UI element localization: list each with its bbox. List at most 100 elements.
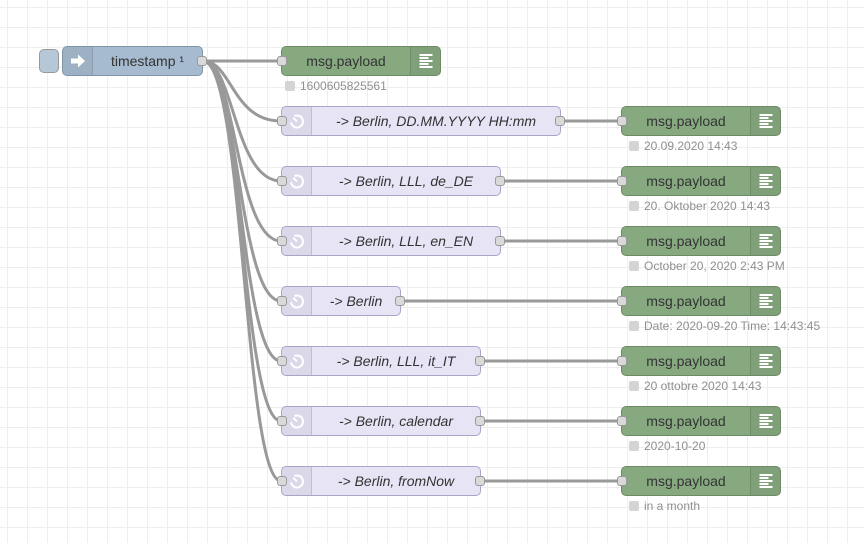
node-label: -> Berlin, calendar bbox=[338, 413, 453, 429]
status-text: October 20, 2020 2:43 PM bbox=[644, 259, 785, 273]
timer-icon bbox=[289, 234, 304, 249]
input-port[interactable] bbox=[277, 236, 287, 246]
output-port[interactable] bbox=[495, 176, 505, 186]
debug-icon-region bbox=[410, 47, 440, 75]
output-port[interactable] bbox=[197, 56, 207, 66]
node-status: 20.09.2020 14:43 bbox=[629, 139, 737, 153]
node-label: msg.payload bbox=[646, 113, 726, 129]
debug-icon-region bbox=[750, 467, 780, 495]
node-label: -> Berlin bbox=[329, 293, 383, 309]
timer-icon bbox=[289, 414, 304, 429]
debug-output-icon bbox=[419, 54, 432, 68]
output-port[interactable] bbox=[475, 476, 485, 486]
debug-node[interactable]: msg.payload bbox=[617, 166, 797, 196]
status-text: Date: 2020-09-20 Time: 14:43:45 bbox=[644, 319, 821, 333]
status-text: 20.09.2020 14:43 bbox=[644, 139, 738, 153]
moment-icon-region bbox=[282, 467, 312, 495]
moment-node[interactable]: -> Berlin, LLL, de_DE bbox=[277, 166, 505, 196]
node-label: -> Berlin, LLL, en_EN bbox=[338, 233, 474, 249]
timer-icon bbox=[289, 294, 304, 309]
debug-node[interactable]: msg.payload bbox=[617, 466, 797, 496]
moment-node[interactable]: -> Berlin, LLL, en_EN bbox=[277, 226, 505, 256]
status-indicator-icon bbox=[629, 321, 639, 331]
output-port[interactable] bbox=[495, 236, 505, 246]
status-indicator-icon bbox=[629, 201, 639, 211]
moment-node[interactable]: -> Berlin, LLL, it_IT bbox=[277, 346, 485, 376]
debug-icon-region bbox=[750, 167, 780, 195]
node-label: -> Berlin, fromNow bbox=[337, 473, 455, 489]
moment-node[interactable]: -> Berlin, DD.MM.YYYY HH:mm bbox=[277, 106, 565, 136]
status-text: in a month bbox=[644, 499, 701, 513]
node-status: in a month bbox=[629, 499, 700, 513]
node-label: msg.payload bbox=[646, 473, 726, 489]
debug-node[interactable]: msg.payload bbox=[617, 226, 797, 256]
debug-node[interactable]: msg.payload bbox=[617, 106, 797, 136]
status-text: 1600605825561 bbox=[300, 79, 387, 93]
node-label: msg.payload bbox=[646, 413, 726, 429]
debug-icon-region bbox=[750, 347, 780, 375]
debug-output-icon bbox=[759, 474, 772, 488]
status-indicator-icon bbox=[629, 141, 639, 151]
debug-icon-region bbox=[750, 287, 780, 315]
moment-node[interactable]: -> Berlin bbox=[277, 286, 405, 316]
status-indicator-icon bbox=[629, 261, 639, 271]
debug-output-icon bbox=[759, 414, 772, 428]
timer-icon bbox=[289, 354, 304, 369]
moment-icon-region bbox=[282, 347, 312, 375]
input-port[interactable] bbox=[277, 416, 287, 426]
input-port[interactable] bbox=[277, 356, 287, 366]
input-port[interactable] bbox=[277, 296, 287, 306]
status-text: 2020-10-20 bbox=[644, 439, 706, 453]
timer-icon bbox=[289, 474, 304, 489]
inject-icon-region bbox=[63, 47, 93, 75]
status-indicator-icon bbox=[629, 441, 639, 451]
wire[interactable] bbox=[201, 59, 283, 363]
input-port[interactable] bbox=[617, 116, 627, 126]
input-port[interactable] bbox=[617, 176, 627, 186]
debug-output-icon bbox=[759, 174, 772, 188]
node-status: 20. Oktober 2020 14:43 bbox=[629, 199, 770, 213]
debug-node[interactable]: msg.payload bbox=[617, 346, 797, 376]
input-port[interactable] bbox=[617, 476, 627, 486]
debug-output-icon bbox=[759, 354, 772, 368]
debug-node[interactable]: msg.payload bbox=[277, 46, 441, 76]
status-text: 20. Oktober 2020 14:43 bbox=[644, 199, 771, 213]
status-indicator-icon bbox=[629, 381, 639, 391]
debug-icon-region bbox=[750, 107, 780, 135]
input-port[interactable] bbox=[277, 56, 287, 66]
wire[interactable] bbox=[201, 59, 283, 483]
moment-icon-region bbox=[282, 407, 312, 435]
node-status: Date: 2020-09-20 Time: 14:43:45 bbox=[629, 319, 820, 333]
output-port[interactable] bbox=[555, 116, 565, 126]
input-port[interactable] bbox=[277, 476, 287, 486]
moment-node[interactable]: -> Berlin, calendar bbox=[277, 406, 485, 436]
inject-arrow-icon bbox=[70, 54, 85, 68]
inject-node[interactable]: timestamp ¹ bbox=[39, 46, 207, 76]
debug-output-icon bbox=[759, 114, 772, 128]
node-label: msg.payload bbox=[306, 53, 386, 69]
node-status: October 20, 2020 2:43 PM bbox=[629, 259, 785, 273]
status-indicator-icon bbox=[629, 501, 639, 511]
input-port[interactable] bbox=[277, 176, 287, 186]
moment-icon-region bbox=[282, 227, 312, 255]
input-port[interactable] bbox=[617, 416, 627, 426]
input-port[interactable] bbox=[277, 116, 287, 126]
node-label: -> Berlin, LLL, de_DE bbox=[338, 173, 474, 189]
input-port[interactable] bbox=[617, 236, 627, 246]
moment-icon-region bbox=[282, 167, 312, 195]
output-port[interactable] bbox=[395, 296, 405, 306]
inject-trigger-button[interactable] bbox=[39, 49, 59, 73]
debug-node[interactable]: msg.payload bbox=[617, 286, 797, 316]
moment-node[interactable]: -> Berlin, fromNow bbox=[277, 466, 485, 496]
output-port[interactable] bbox=[475, 356, 485, 366]
output-port[interactable] bbox=[475, 416, 485, 426]
input-port[interactable] bbox=[617, 356, 627, 366]
node-status: 20 ottobre 2020 14:43 bbox=[629, 379, 761, 393]
node-label: msg.payload bbox=[646, 353, 726, 369]
input-port[interactable] bbox=[617, 296, 627, 306]
debug-output-icon bbox=[759, 234, 772, 248]
debug-node[interactable]: msg.payload bbox=[617, 406, 797, 436]
node-label: -> Berlin, LLL, it_IT bbox=[336, 353, 456, 369]
